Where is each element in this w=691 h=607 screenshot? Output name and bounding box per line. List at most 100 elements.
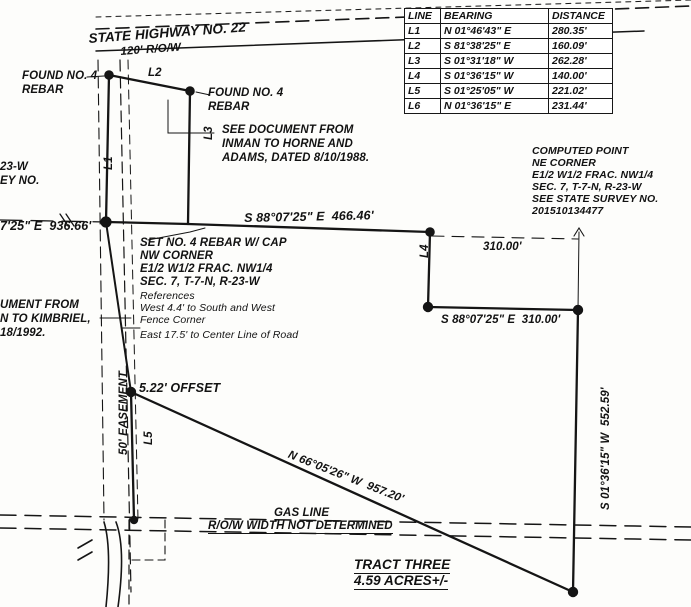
boundary-south-310 — [426, 305, 580, 312]
monument-set-rebar-nw-corner — [100, 216, 112, 228]
monument-point-sw — [129, 515, 139, 525]
col-header-distance: DISTANCE — [548, 7, 613, 25]
cell-line: L4 — [404, 68, 441, 85]
monument-point-se — [567, 586, 579, 598]
set-rebar-corner: NW CORNER — [140, 250, 214, 262]
gas-line-row-label: R/O/W WIDTH NOT DETERMINED — [208, 519, 393, 535]
monument-dots — [100, 70, 584, 598]
tract-acreage-label: 4.59 ACRES+/- — [354, 573, 449, 591]
inman-document-note: SEE DOCUMENT FROM INMAN TO HORNE AND ADA… — [222, 124, 370, 165]
table-row: L3 S 01°31'18" W 262.28' — [404, 53, 613, 70]
leader-set-rebar — [147, 227, 206, 241]
clipped-range-fragment: 23-W — [0, 161, 28, 173]
line-table-header-row: LINE BEARING DISTANCE — [404, 7, 613, 25]
boundary-l4 — [426, 230, 432, 309]
monument-point-b — [422, 301, 434, 313]
leader-found-left — [86, 75, 105, 78]
cell-distance: 231.44' — [548, 98, 613, 115]
cell-bearing: N 01°36'15" E — [440, 98, 549, 115]
set-rebar-frac: E1/2 W1/2 FRAC. NW1/4 — [140, 263, 273, 275]
road-spur — [130, 519, 166, 561]
computed-point-title: COMPUTED POINT — [532, 145, 629, 157]
table-row: L5 S 01°25'05" W 221.02' — [404, 83, 613, 100]
cell-distance: 160.09' — [548, 38, 613, 55]
monument-point-c — [572, 304, 584, 316]
cell-bearing: S 01°36'15" W — [440, 68, 549, 85]
break-tick-west — [59, 213, 75, 227]
table-row: L1 N 01°46'43" E 280.35' — [404, 23, 613, 40]
dimension-310-tick — [577, 231, 580, 311]
monument-found-rebar-nw — [104, 70, 114, 80]
set-rebar-title: SET NO. 4 REBAR W/ CAP — [140, 237, 287, 249]
easement-line-inner — [127, 59, 139, 521]
dimension-arrow — [573, 226, 585, 237]
road-curve-b — [115, 521, 123, 607]
offset-label: 5.22' OFFSET — [139, 381, 221, 395]
cell-line: L3 — [404, 53, 441, 70]
computed-point-survey-no: 201510134477 — [532, 205, 604, 217]
highway-centerline — [95, 5, 691, 30]
cell-distance: 221.02' — [548, 83, 613, 100]
line-id-l3: L3 — [203, 126, 215, 140]
cell-distance: 262.28' — [548, 53, 613, 70]
set-rebar-sec: SEC. 7, T-7-N, R-23-W — [140, 276, 260, 288]
clipped-survey-fragment: EY NO. — [0, 175, 40, 187]
easement-line-east — [119, 59, 132, 593]
cell-line: L2 — [404, 38, 441, 55]
computed-point-corner: NE CORNER — [532, 157, 596, 169]
cell-bearing: S 01°31'18" W — [440, 53, 549, 70]
bearing-east-552-label: S 01°36'15" W 552.59' — [600, 387, 612, 510]
computed-point-sec: SEC. 7, T-7-N, R-23-W — [532, 181, 642, 193]
boundary-l5 — [129, 390, 136, 522]
easement-line-west — [97, 59, 105, 521]
line-table: LINE BEARING DISTANCE L1 N 01°46'43" E 2… — [404, 7, 613, 115]
set-rebar-reference-3: East 17.5' to Center Line of Road — [140, 329, 299, 341]
boundary-east-552 — [571, 308, 580, 594]
leader-inman — [167, 99, 215, 134]
cell-bearing: N 01°46'43" E — [440, 23, 549, 40]
cell-distance: 140.00' — [548, 68, 613, 85]
road-curve-a — [103, 521, 110, 607]
computed-point-survey-ref: SEE STATE SURVEY NO. — [532, 193, 659, 205]
clipped-bearing-fragment: 7'25" E 936.66' — [0, 219, 92, 233]
monument-offset-point — [125, 386, 137, 398]
boundary-west-mid — [105, 221, 132, 393]
line-id-l5: L5 — [143, 431, 155, 445]
set-rebar-reference-2: Fence Corner — [140, 314, 206, 326]
table-row: L4 S 01°36'15" W 140.00' — [404, 68, 613, 85]
col-header-line: LINE — [404, 7, 441, 25]
cell-line: L6 — [404, 98, 441, 115]
boundary-diagonal-957 — [129, 390, 575, 594]
bearing-north-466-label: S 88°07'25" E 466.46' — [244, 208, 374, 225]
cell-bearing: S 01°25'05" W — [440, 83, 549, 100]
monument-found-rebar-ne — [185, 86, 195, 96]
easement-label: 50' EASEMENT — [118, 371, 130, 455]
line-id-l2: L2 — [148, 67, 162, 79]
dimension-310-upper — [431, 235, 579, 240]
line-id-l1: L1 — [103, 156, 115, 170]
boundary-l3 — [186, 89, 192, 226]
cell-bearing: S 81°38'25" E — [440, 38, 549, 55]
cell-line: L1 — [404, 23, 441, 40]
tract-label: TRACT THREE — [354, 557, 451, 575]
monument-point-a — [425, 227, 435, 237]
set-rebar-references-heading: References — [140, 290, 195, 302]
boundary-l2 — [107, 73, 192, 93]
found-rebar-nw-label: FOUND NO. 4 REBAR — [22, 70, 98, 97]
cell-distance: 280.35' — [548, 23, 613, 40]
dimension-310-label: 310.00' — [483, 241, 522, 253]
cell-line: L5 — [404, 83, 441, 100]
computed-point-frac: E1/2 W1/2 FRAC. NW1/4 — [532, 169, 654, 181]
table-row: L2 S 81°38'25" E 160.09' — [404, 38, 613, 55]
line-id-l4: L4 — [419, 244, 431, 258]
gas-line-label: GAS LINE — [274, 507, 330, 519]
west-section-line — [0, 219, 107, 223]
gas-line-south — [0, 527, 691, 541]
bearing-south-310-label: S 88°07'25" E 310.00' — [441, 314, 561, 326]
road-hatch — [77, 539, 93, 561]
kimbriel-document-note: UMENT FROM N TO KIMBRIEL, 18/1992. — [0, 299, 91, 340]
col-header-bearing: BEARING — [440, 7, 549, 25]
boundary-l1 — [104, 73, 111, 224]
